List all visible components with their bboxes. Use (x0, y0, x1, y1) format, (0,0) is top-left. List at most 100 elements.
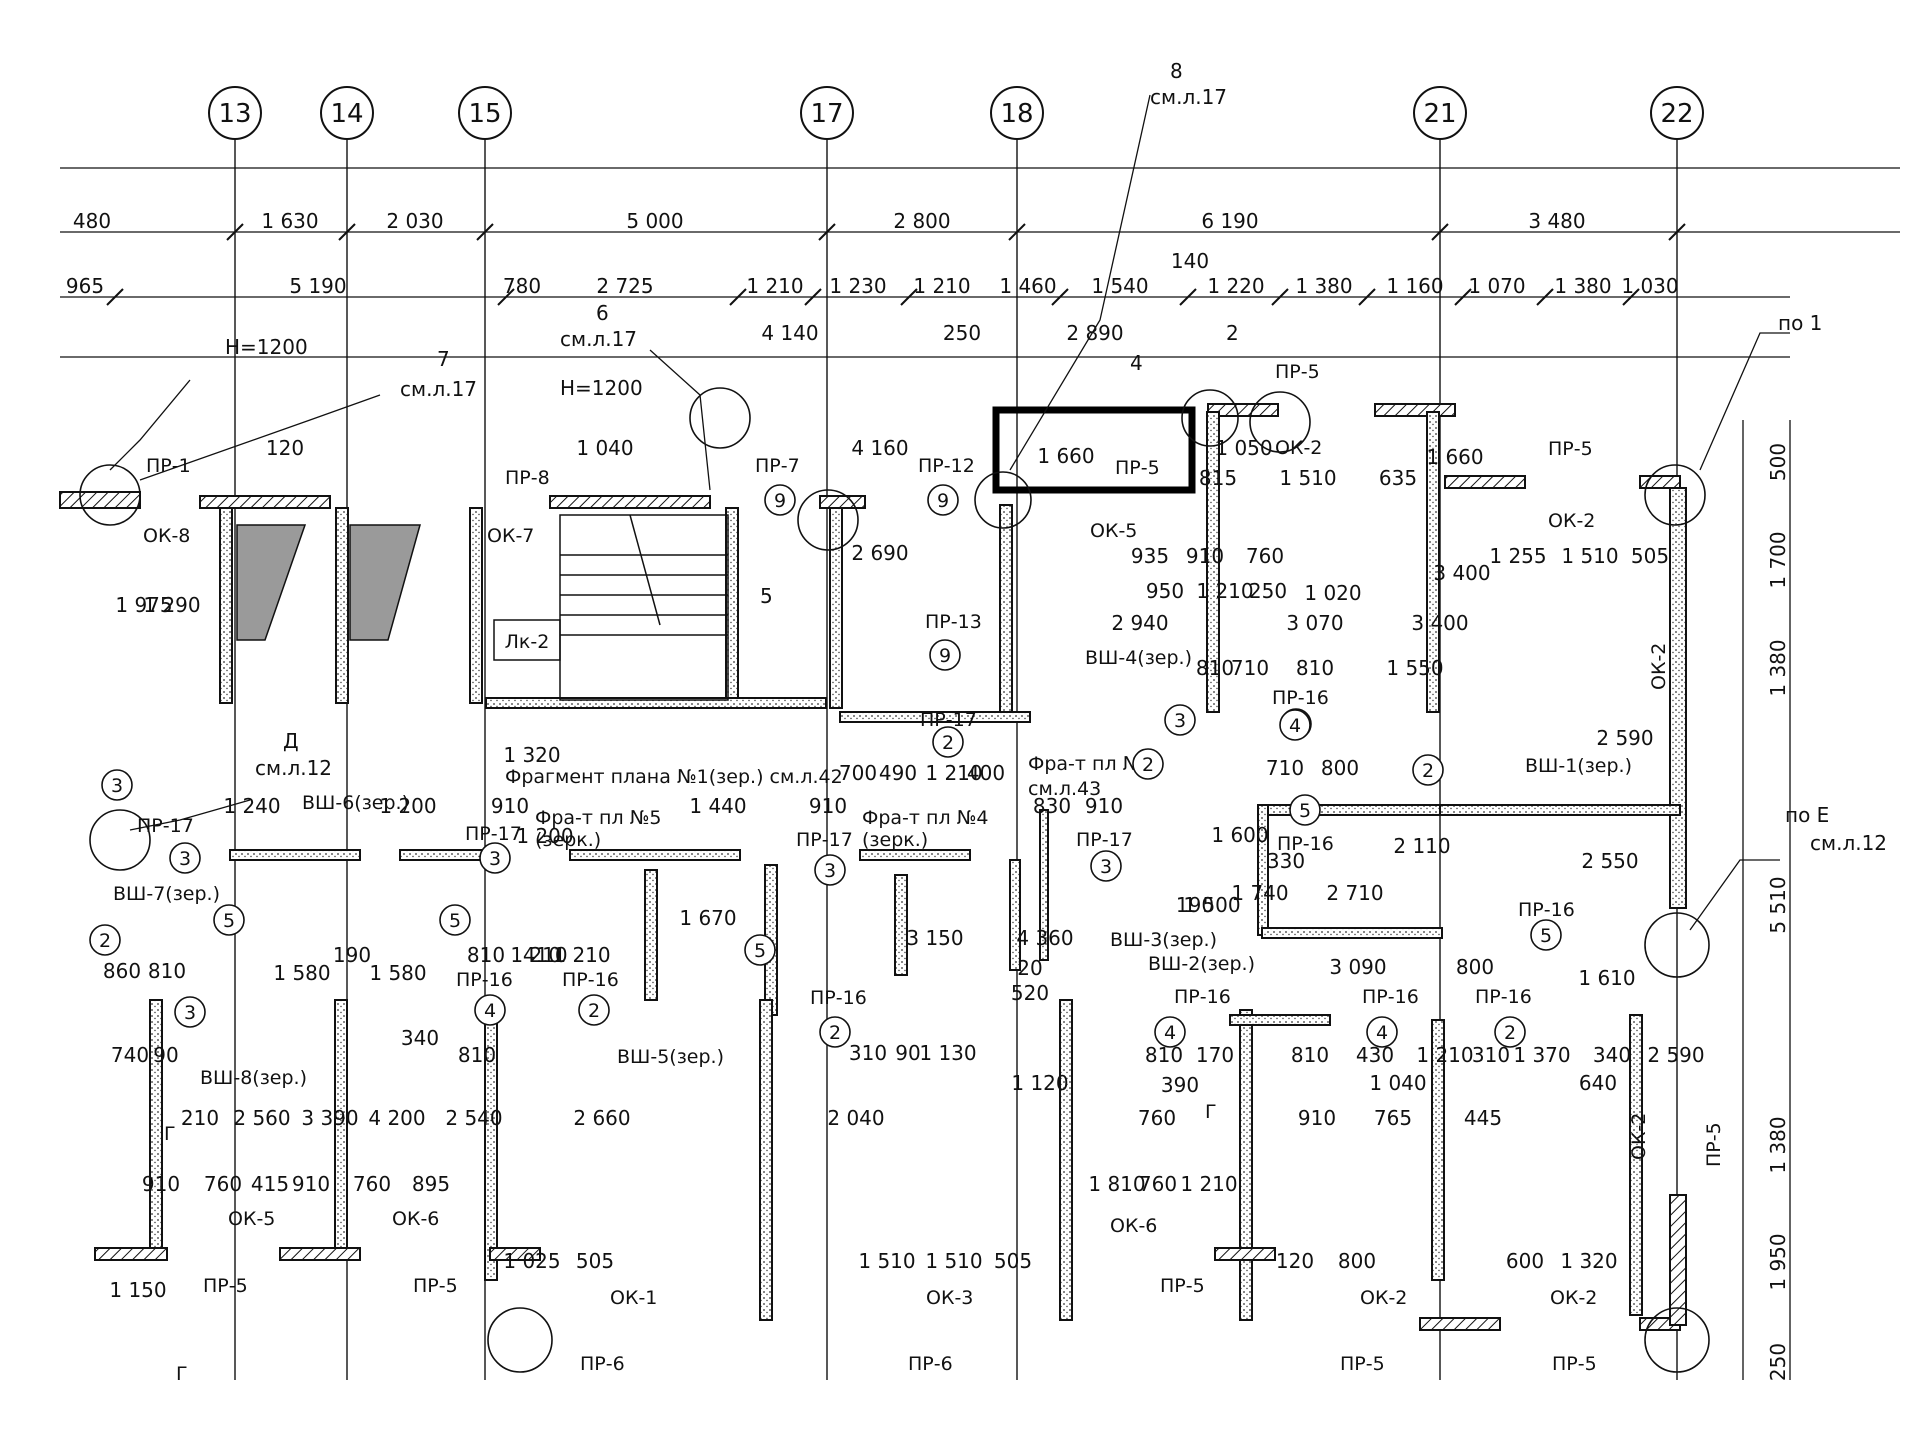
room-dimension: 410 (523, 943, 561, 967)
room-number-bubble (169, 842, 201, 874)
callout-d: Д (283, 729, 299, 753)
room-dimension: 860 (103, 959, 141, 983)
room-number-bubble (819, 1016, 851, 1048)
room-number: 5 (223, 910, 235, 932)
lintel-label: ПР-17 (137, 815, 194, 837)
room-dimension: 810 (1196, 656, 1234, 680)
room-dimension: 1 740 (1231, 881, 1288, 905)
lintel-label: ПР-16 (1272, 687, 1329, 709)
room-dimension: 740 (111, 1043, 149, 1067)
dim-row2-7: 1 210 (913, 274, 970, 298)
room-number: 3 (111, 775, 123, 797)
room-dimension: 1 210 (553, 943, 610, 967)
dim-row3-2: 250 (943, 321, 981, 345)
lintel-label: ПР-5 (413, 1275, 458, 1297)
callout-2: 2 (1226, 321, 1239, 345)
room-dimension: 390 (1161, 1073, 1199, 1097)
room-dimension: 340 (1593, 1043, 1631, 1067)
fragment-4: Фра-т пл №4 (862, 807, 988, 829)
room-number-bubble (1132, 748, 1164, 780)
lintel-label: ПР-7 (755, 455, 800, 477)
room-dimension: 1 050 (1215, 436, 1272, 460)
opening-label: ОК-6 (392, 1208, 439, 1230)
lintel-label: ПР-6 (908, 1353, 953, 1375)
room-dimension: 1 550 (1386, 656, 1443, 680)
room-number: 3 (489, 848, 501, 870)
room-number-bubble (1530, 919, 1562, 951)
opening-label: ОК-1 (610, 1287, 657, 1309)
walls-exterior-bottom (94, 1194, 1687, 1331)
room-dimension: 1 810 (1088, 1172, 1145, 1196)
room-dimension: 2 940 (1111, 611, 1168, 635)
lintel-label: ПР-16 (810, 987, 867, 1009)
lintel-label: ПР-1 (146, 455, 191, 477)
dimensions-row-2: 965 5 190 780 2 725 1 210 1 230 1 210 1 … (66, 274, 1679, 298)
room-dimension: 1 500 (1183, 893, 1240, 917)
lintel-labels: ПР-1 ПР-8 ПР-7 ПР-12 ПР-5 ПР-5 ПР-5 ПР-1… (137, 361, 1725, 1375)
room-dimension: 1 120 (1011, 1071, 1068, 1095)
dim-right-4: 5 510 (1766, 876, 1790, 933)
dimension-lines-top (60, 167, 1900, 358)
dim-top-1: 480 (73, 209, 111, 233)
room-number-bubble (89, 924, 121, 956)
lintel-label: ПР-8 (505, 467, 550, 489)
fragment-labels: Фрагмент плана №1(зер.) см.л.42 Фра-т пл… (505, 753, 1154, 851)
room-dimension: 810 (1145, 1043, 1183, 1067)
walls-concrete (149, 411, 1687, 1321)
stair-label: Лк-2 (505, 631, 550, 653)
room-dimension: 1 130 (919, 1041, 976, 1065)
room-dimension: 3 150 (906, 926, 963, 950)
room-number-bubble (1494, 1016, 1526, 1048)
room-dimension: 1 240 (223, 794, 280, 818)
room-number-bubble (1279, 709, 1311, 741)
room-dimension: 400 (967, 761, 1005, 785)
height-label-1: Н=1200 (225, 335, 308, 359)
axis-markers: 13 14 15 17 18 21 22 (208, 86, 1704, 140)
room-dimension: 2 690 (851, 541, 908, 565)
dim-row2-1: 965 (66, 274, 104, 298)
room-dimension: 4 360 (1016, 926, 1073, 950)
lintel-label: ПР-16 (1277, 833, 1334, 855)
dim-top-6: 6 190 (1201, 209, 1258, 233)
room-number: 2 (1504, 1022, 1516, 1044)
room-number: 3 (1100, 856, 1112, 878)
room-dimension: 810 (458, 1043, 496, 1067)
room-dimension: 1 210 (1180, 1172, 1237, 1196)
duct-label: ВШ-5(зер.) (617, 1046, 724, 1068)
lintel-label: ПР-5 (203, 1275, 248, 1297)
room-dimension: 4 160 (851, 436, 908, 460)
duct-label: ВШ-2(зер.) (1148, 953, 1255, 975)
room-dimension: 710 (1231, 656, 1269, 680)
duct-labels: ВШ-4(зер.) ВШ-1(зер.) ВШ-6(зер.) ВШ-7(зе… (113, 647, 1632, 1089)
callout-8: 8 (1170, 59, 1183, 83)
shafts-grey (236, 524, 421, 641)
dim-row2-11: 1 380 (1295, 274, 1352, 298)
callout-po1: по 1 (1778, 311, 1822, 335)
room-dimension: 910 (142, 1172, 180, 1196)
lintel-label: ПР-5 (1340, 1353, 1385, 1375)
callout-poE-ref: см.л.12 (1810, 831, 1887, 855)
lintel-label: ПР-16 (1518, 899, 1575, 921)
dim-right-6: 1 950 (1766, 1233, 1790, 1290)
callout-8-ref: см.л.17 (1150, 85, 1227, 109)
lintel-label: ПР-5 (1160, 1275, 1205, 1297)
lintel-label: ПР-13 (925, 611, 982, 633)
room-number: 2 (829, 1022, 841, 1044)
dim-right-5: 1 380 (1766, 1116, 1790, 1173)
dim-row2-2: 5 190 (289, 274, 346, 298)
dim-top-2: 1 630 (261, 209, 318, 233)
room-dimension: 190 (1176, 893, 1214, 917)
dim-row2-5: 1 210 (746, 274, 803, 298)
room-dimension: 760 (1138, 1106, 1176, 1130)
dim-top-3: 2 030 (386, 209, 443, 233)
duct-label: ВШ-7(зер.) (113, 883, 220, 905)
room-dimension: 760 (204, 1172, 242, 1196)
dim-row3-4: 140 (1171, 249, 1209, 273)
room-dimension: 1 440 (689, 794, 746, 818)
room-dimension: 1 290 (143, 593, 200, 617)
room-number-bubble (1090, 850, 1122, 882)
room-dimension: 895 (412, 1172, 450, 1196)
room-dimension: 3 070 (1286, 611, 1343, 635)
room-dimension: 2 560 (233, 1106, 290, 1130)
